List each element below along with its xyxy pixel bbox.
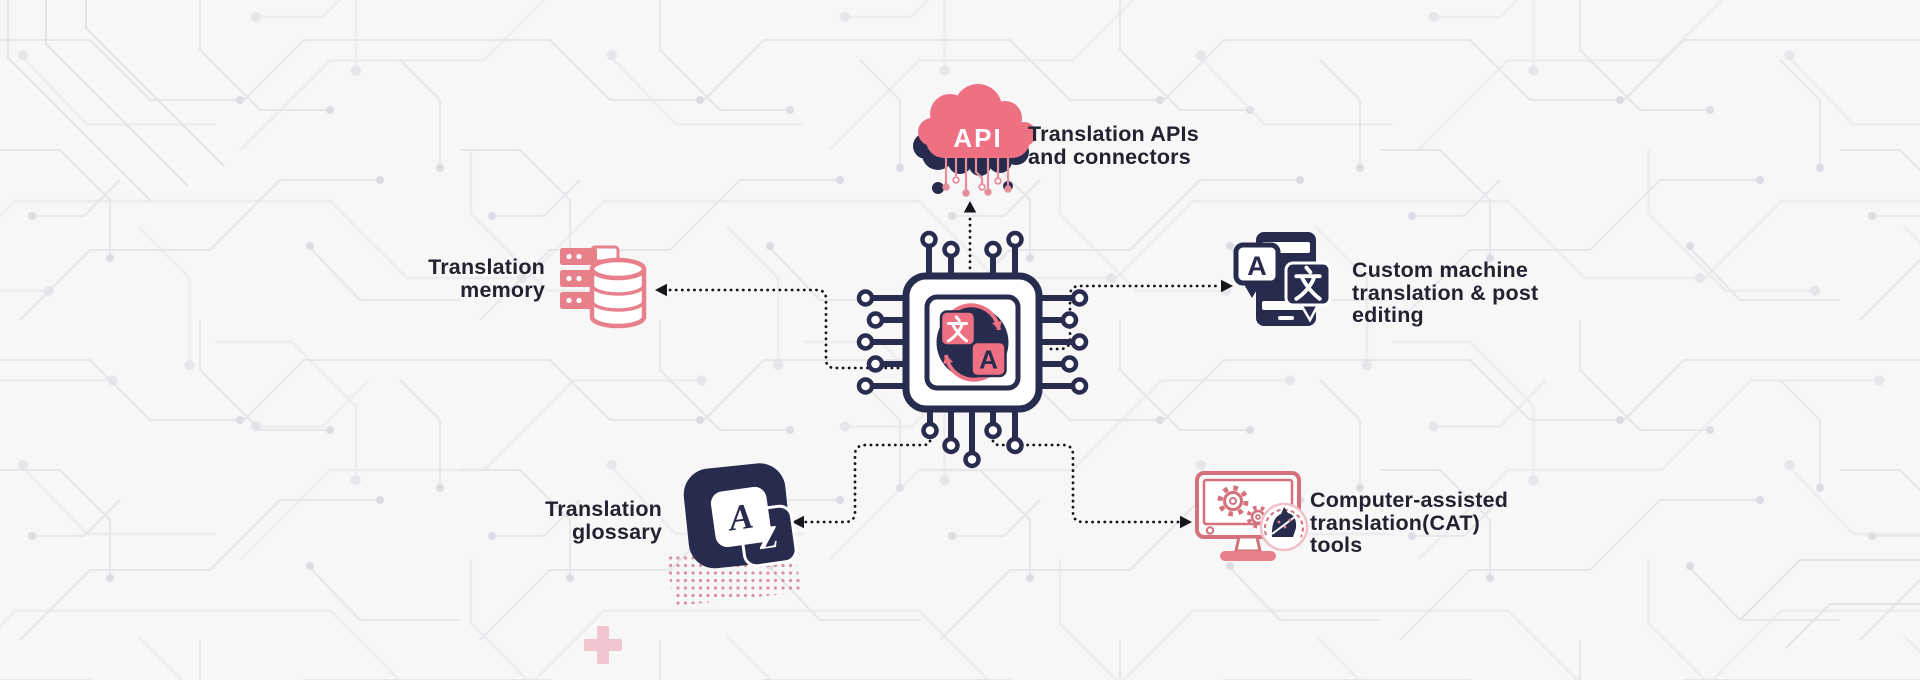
label-line: memory (460, 277, 545, 302)
label-translation-memory: Translation memory (325, 256, 545, 301)
label-line: translation(CAT) (1310, 510, 1481, 535)
label-custom-mt: Custom machine translation & post editin… (1352, 259, 1538, 327)
database-cylinder (589, 257, 647, 329)
chip-letter-a: A (979, 345, 998, 375)
label-line: tools (1310, 533, 1363, 557)
label-line: Translation (545, 497, 662, 521)
label-line: editing (1352, 303, 1424, 327)
translation-glossary-icon: Z A (664, 463, 802, 606)
api-badge: API (953, 123, 1002, 153)
label-line: Computer-assisted (1310, 488, 1509, 512)
label-cat-tools: Computer-assisted translation(CAT) tools (1310, 489, 1508, 557)
label-line: Translation APIs (1028, 122, 1199, 146)
label-translation-apis: Translation APIs and connectors (1028, 123, 1199, 168)
translation-memory-icon (560, 245, 647, 329)
cat-tools-icon (1195, 471, 1309, 561)
plus-accent (584, 626, 622, 664)
label-line: Custom machine (1352, 258, 1529, 282)
connector-right (1049, 284, 1220, 351)
connector-arrowheads (655, 201, 1233, 529)
mt-letter-a: A (1247, 251, 1267, 281)
api-cloud-icon: API (913, 84, 1036, 197)
label-line: glossary (571, 519, 662, 544)
label-line: and connectors (1028, 144, 1191, 169)
custom-mt-icon: A (1233, 232, 1332, 326)
connectors (668, 213, 1220, 524)
connector-bottom-left (798, 439, 932, 524)
connector-left (668, 288, 900, 370)
connector-bottom-right (991, 439, 1185, 524)
label-translation-glossary: Translation glossary (442, 498, 662, 543)
translation-chip-icon: A (856, 230, 1089, 469)
label-line: Translation (428, 255, 545, 279)
cat-badge (1259, 502, 1309, 552)
cloud-body (918, 84, 1036, 158)
label-line: translation & post (1352, 280, 1539, 305)
chip-pins (856, 230, 1089, 469)
